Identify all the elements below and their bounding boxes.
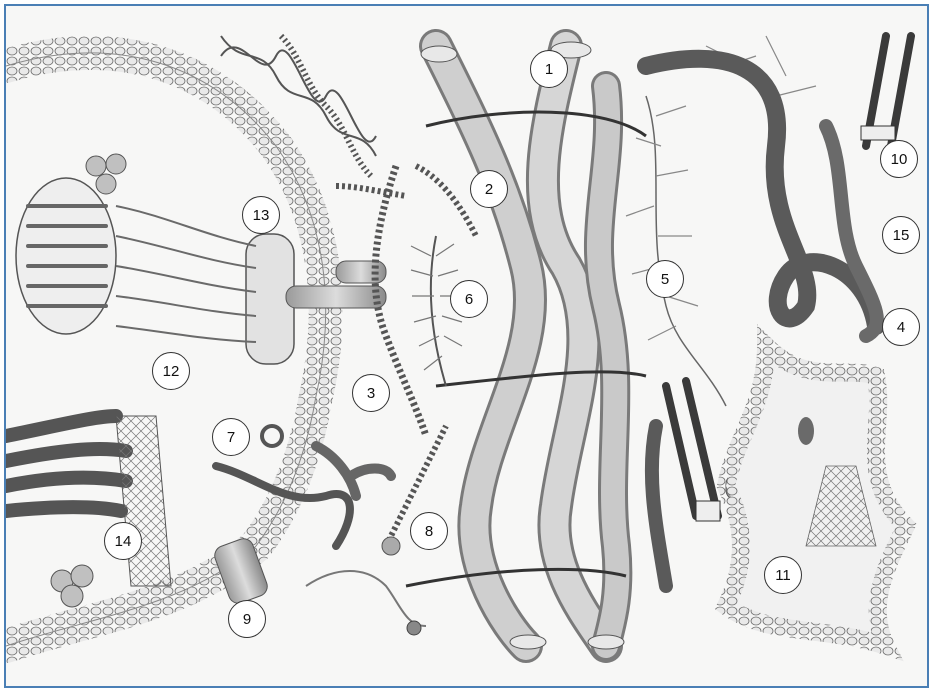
organelle-bottom-left: [6, 416, 126, 511]
callout-3: 3: [352, 374, 390, 412]
cell-right-11: [726, 346, 906, 646]
callout-14: 14: [104, 522, 142, 560]
callout-7: 7: [212, 418, 250, 456]
callout-5: 5: [646, 260, 684, 298]
callout-12: 12: [152, 352, 190, 390]
callout-11: 11: [764, 556, 802, 594]
organelle-left: [16, 178, 116, 334]
callout-2: 2: [470, 170, 508, 208]
collagen-fibrils-1: [406, 42, 646, 649]
callout-4: 4: [882, 308, 920, 346]
callout-6: 6: [450, 280, 488, 318]
callout-1: 1: [530, 50, 568, 88]
callout-13: 13: [242, 196, 280, 234]
callout-9: 9: [228, 600, 266, 638]
callout-10: 10: [880, 140, 918, 178]
callout-15: 15: [882, 216, 920, 254]
diagram-frame: 1 2 3 4 5 6 7 8 9 10 11 12 13 14 15: [4, 4, 929, 688]
callout-8: 8: [410, 512, 448, 550]
mesh-ladder-14: [116, 416, 171, 586]
